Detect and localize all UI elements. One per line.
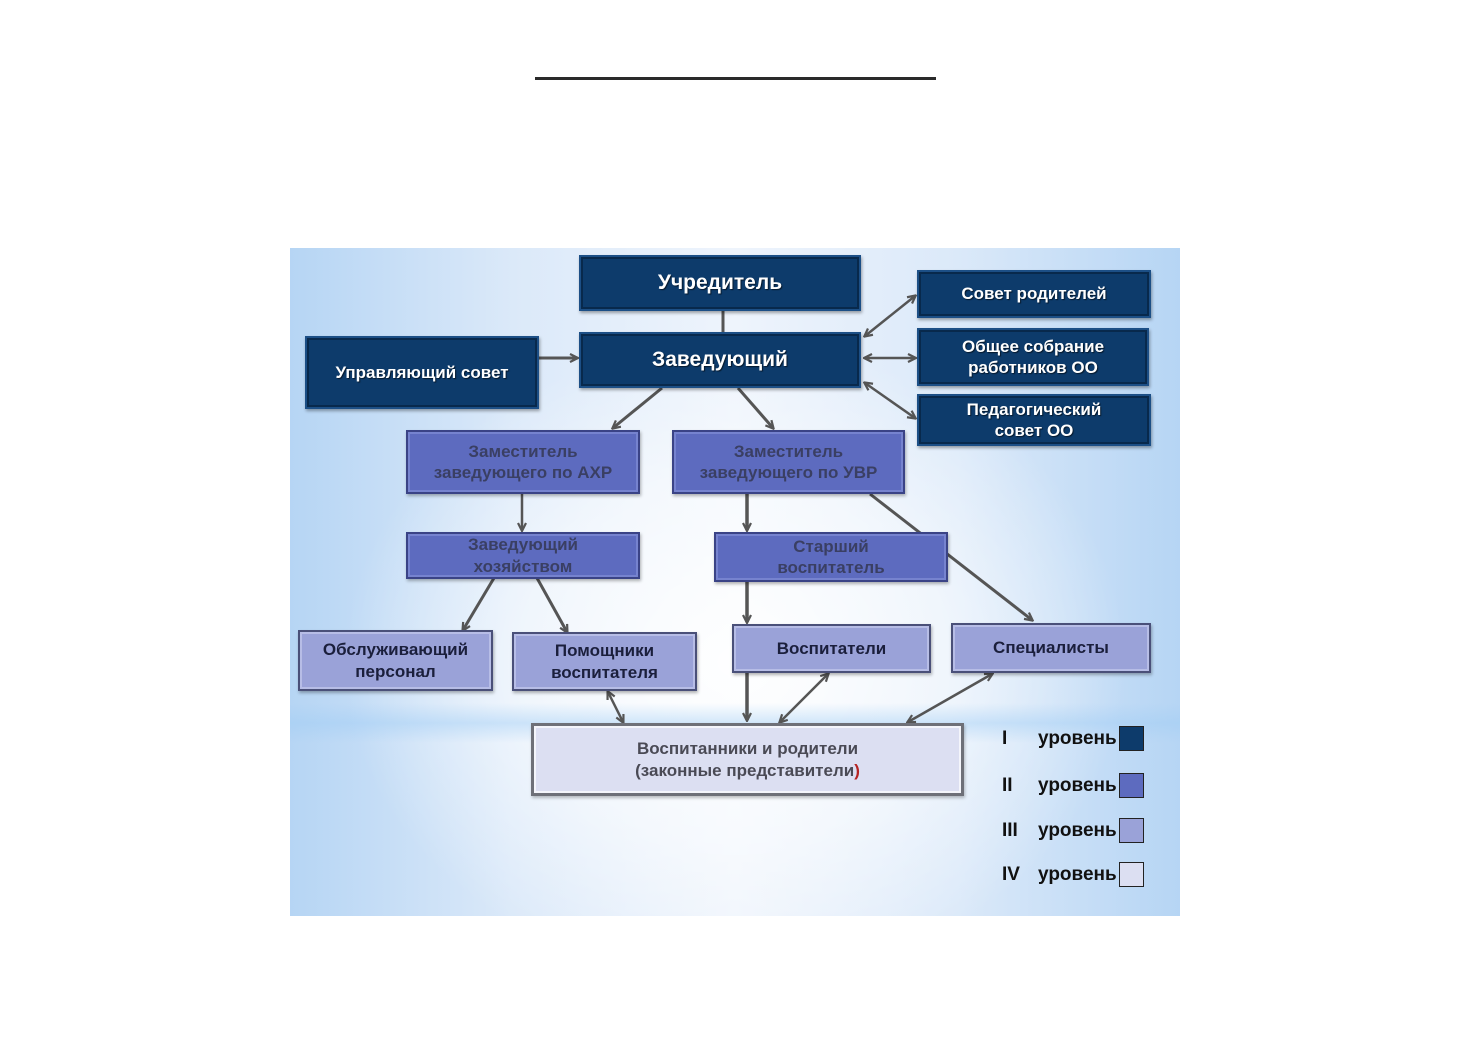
node-specialists: Специалисты — [951, 623, 1151, 673]
node-educators-label: Воспитатели — [776, 638, 887, 658]
node-parents-council: Совет родителей — [917, 270, 1151, 318]
arrow-uvr-specialists — [869, 492, 1032, 620]
node-assistants-line1: Помощники — [554, 641, 655, 661]
arrow-head-ped-council — [865, 383, 915, 418]
legend-label: уровень — [1038, 863, 1117, 885]
arrow-housekeeper-assistants — [535, 577, 567, 632]
legend-label: уровень — [1038, 727, 1117, 749]
arrow-head-parents-council — [865, 296, 915, 336]
node-ped-council-line1: Педагогический — [966, 399, 1102, 419]
arrow-assistants-pupils — [608, 692, 623, 722]
node-founder-label: Учредитель — [657, 270, 783, 294]
legend-item-level-4: IV уровень — [1002, 862, 1144, 887]
node-pupils-line2: (законные представители) — [635, 760, 860, 781]
node-assistants: Помощники воспитателя — [512, 632, 697, 691]
node-pupils-line2-text: (законные представители — [635, 760, 855, 780]
legend-roman: IV — [1002, 863, 1020, 885]
node-parents-council-label: Совет родителей — [961, 284, 1107, 304]
legend-item-level-3: III уровень — [1002, 818, 1144, 843]
node-senior-educator-line1: Старший — [793, 536, 869, 556]
arrow-educators-pupils-bi — [780, 674, 828, 722]
legend-roman: I — [1002, 727, 1008, 749]
node-ped-council-line2: совет ОО — [994, 421, 1074, 440]
legend-label: уровень — [1038, 819, 1117, 841]
legend-item-level-1: I уровень — [1002, 726, 1144, 751]
node-deputy-ahr: Заместитель заведующего по АХР — [406, 430, 640, 494]
node-deputy-uvr-line1: Заместитель — [733, 441, 844, 461]
node-general-meeting-line1: Общее собрание — [961, 336, 1105, 356]
node-managing-council: Управляющий совет — [305, 336, 539, 409]
node-head: Заведующий — [579, 332, 861, 388]
legend-swatch-icon — [1118, 862, 1144, 887]
node-founder: Учредитель — [579, 255, 861, 311]
org-chart-diagram: Учредитель Заведующий Управляющий совет … — [290, 248, 1180, 916]
legend-swatch-icon — [1118, 773, 1144, 798]
arrow-housekeeper-service — [463, 577, 496, 630]
node-ped-council: Педагогический совет ОО — [917, 394, 1151, 446]
arrow-head-deputy-ahr — [613, 386, 663, 428]
node-pupils-line1: Воспитанники и родители — [636, 739, 859, 759]
node-managing-council-label: Управляющий совет — [335, 362, 509, 382]
title-rule — [535, 77, 936, 80]
arrow-head-deputy-uvr — [736, 387, 773, 428]
node-specialists-label: Специалисты — [993, 638, 1109, 658]
node-head-label: Заведующий — [652, 347, 788, 371]
arrow-specialists-pupils — [908, 674, 992, 722]
node-deputy-uvr-line2: заведующего по УВР — [699, 463, 878, 482]
node-educators: Воспитатели — [732, 624, 931, 673]
node-senior-educator-line2: воспитатель — [777, 558, 885, 577]
node-pupils-parents: Воспитанники и родители (законные предст… — [531, 723, 964, 796]
node-service-staff-line2: персонал — [355, 661, 436, 681]
node-housekeeper: Заведующий хозяйством — [406, 532, 640, 579]
node-service-staff: Обслуживающий персонал — [298, 630, 493, 691]
node-pupils-close-paren: ) — [854, 760, 860, 780]
legend-item-level-2: II уровень — [1002, 773, 1144, 798]
node-general-meeting: Общее собрание работников ОО — [917, 328, 1149, 386]
legend-roman: II — [1002, 774, 1013, 796]
node-housekeeper-line1: Заведующий — [467, 535, 578, 555]
legend-swatch-icon — [1118, 726, 1144, 751]
node-housekeeper-line2: хозяйством — [473, 556, 573, 576]
node-senior-educator: Старший воспитатель — [714, 532, 948, 582]
node-general-meeting-line2: работников ОО — [968, 358, 1098, 377]
node-service-staff-line1: Обслуживающий — [322, 640, 469, 660]
node-deputy-ahr-line2: заведующего по АХР — [433, 463, 613, 482]
legend-roman: III — [1002, 819, 1018, 841]
node-deputy-ahr-line1: Заместитель — [468, 441, 578, 461]
node-deputy-uvr: Заместитель заведующего по УВР — [672, 430, 905, 494]
connector-arrows — [290, 248, 1180, 916]
node-assistants-line2: воспитателя — [551, 662, 658, 682]
legend-swatch-icon — [1118, 818, 1144, 843]
legend-label: уровень — [1038, 774, 1117, 796]
